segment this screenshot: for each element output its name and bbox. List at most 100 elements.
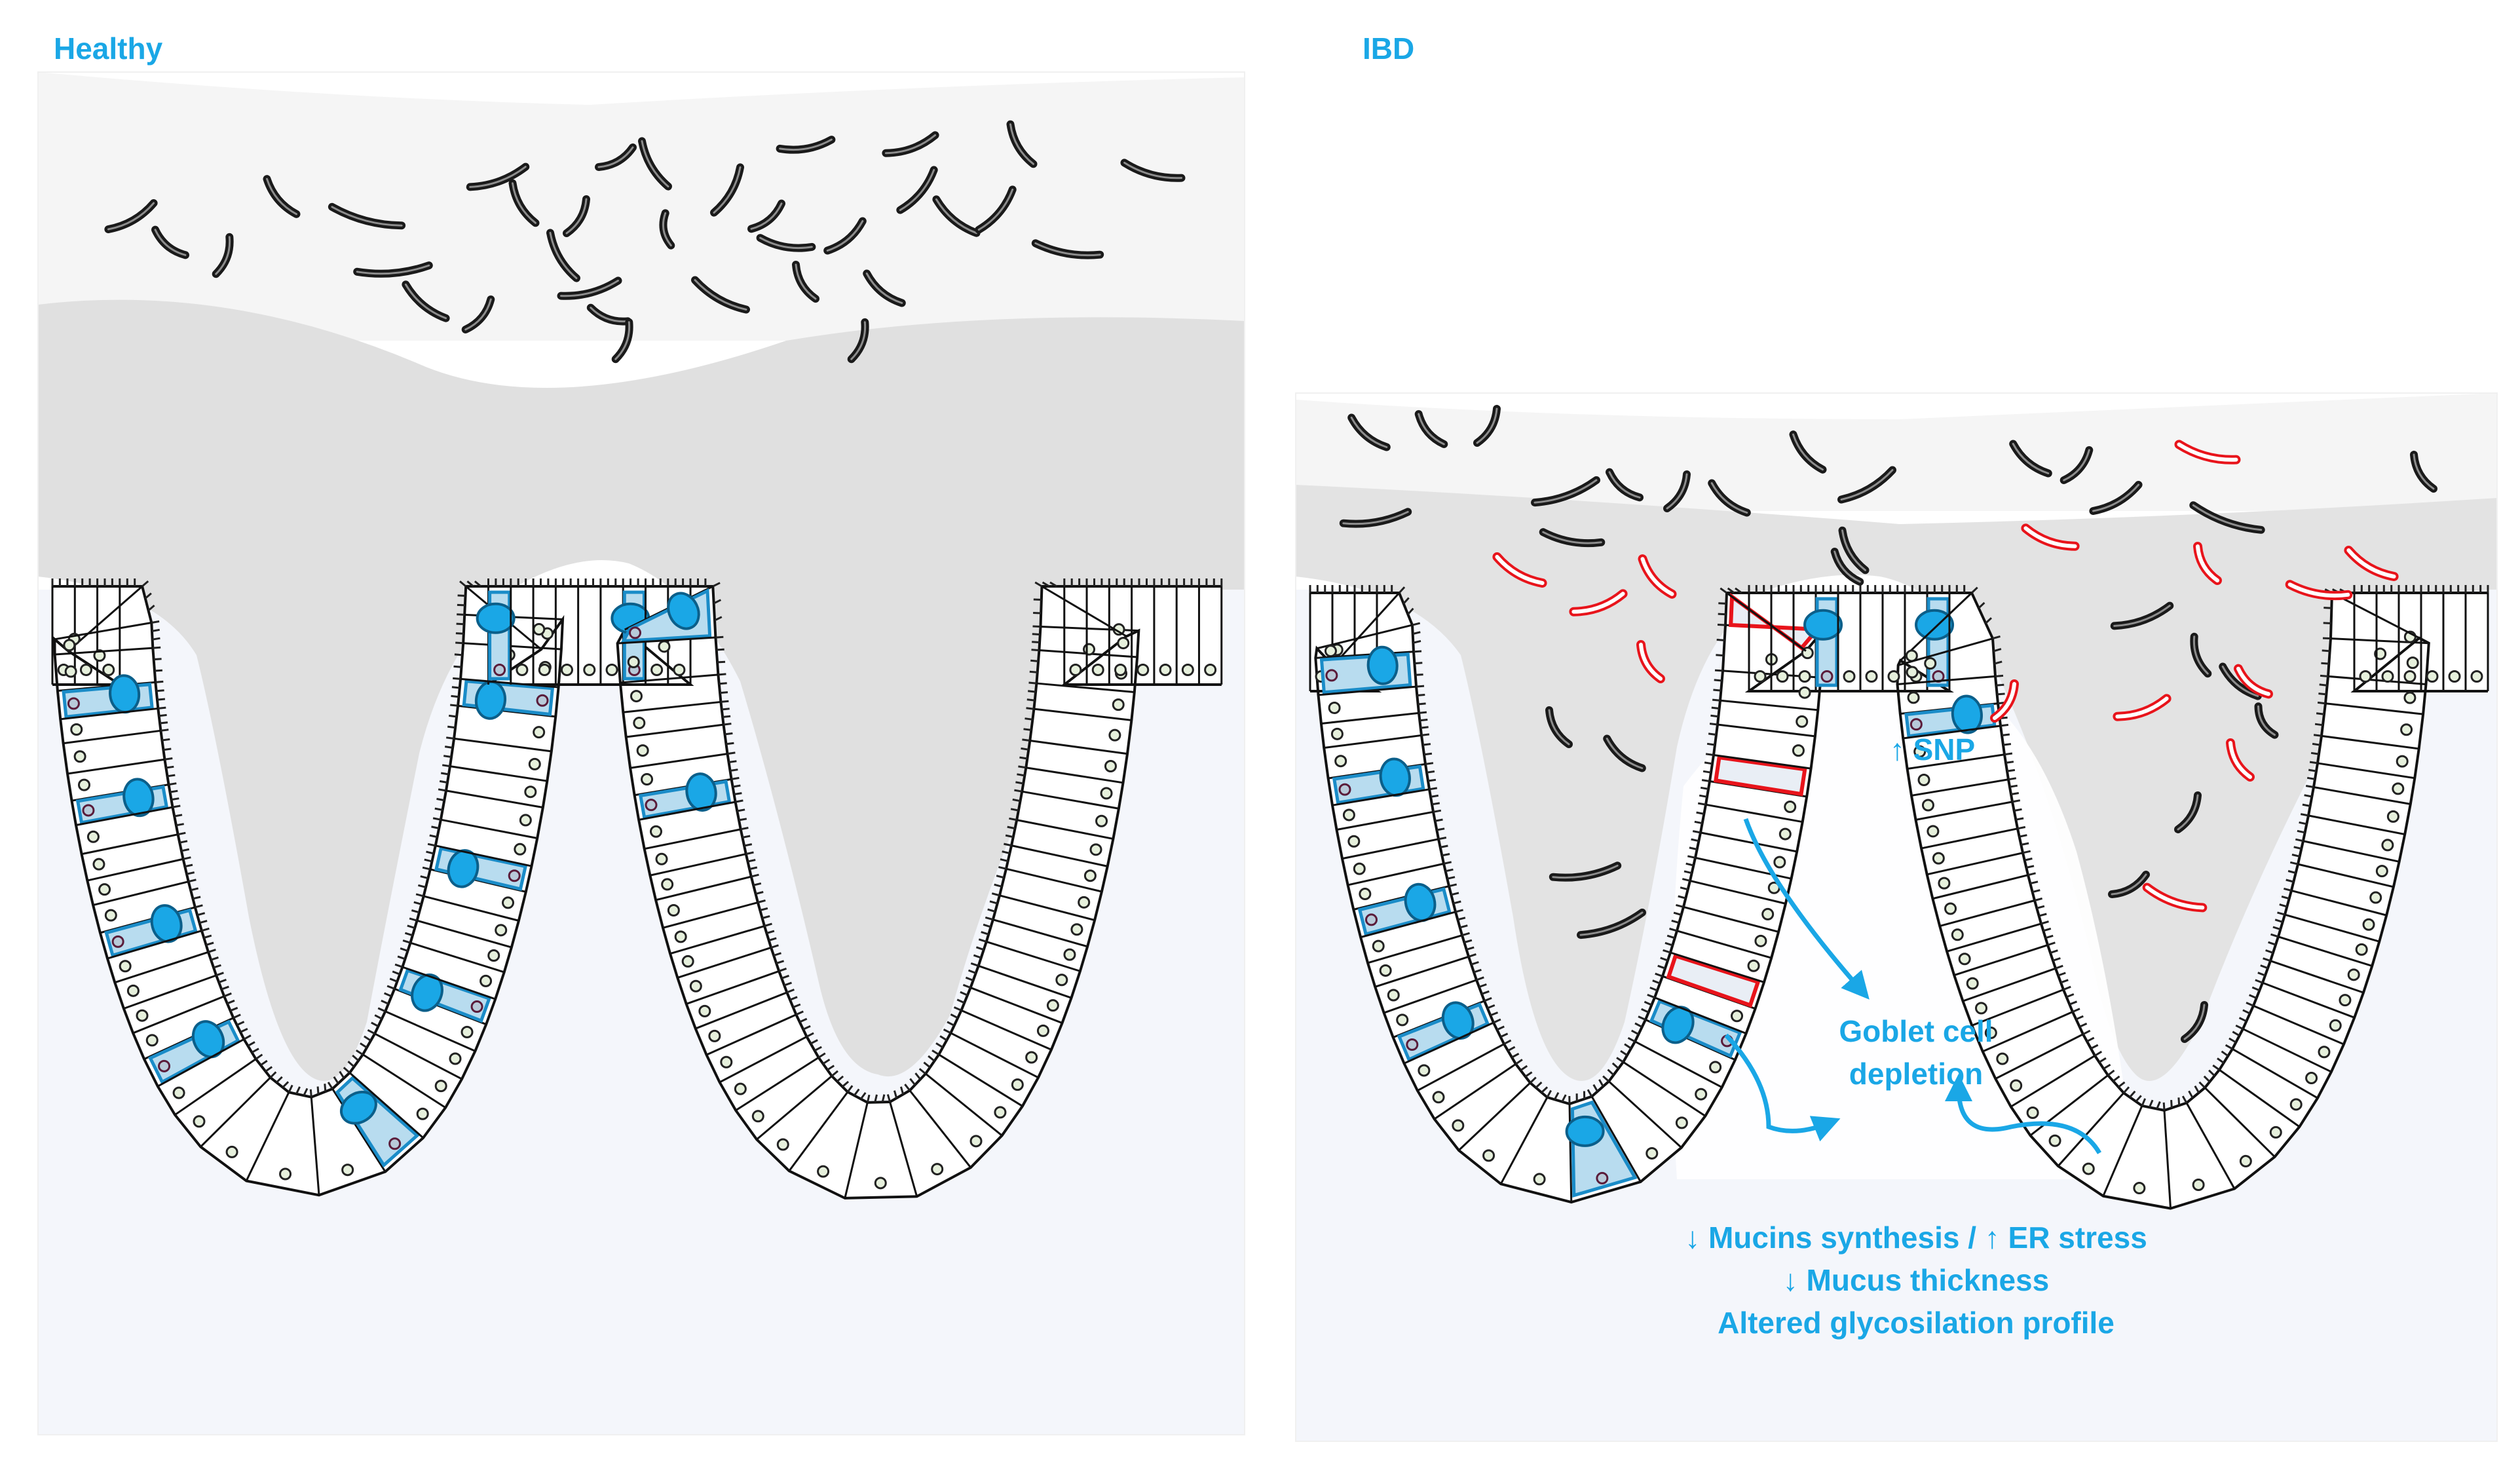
healthy-cell-divider [174,1058,257,1116]
ibd-nucleus [2048,1134,2061,1147]
ibd-cell-divider [1318,685,1417,696]
commensal-bacterium-icon-highlight [750,202,783,230]
commensal-bacterium-icon-highlight [884,134,937,155]
ibd-nucleus [1906,666,1919,679]
ibd-cell-divider [1921,827,2018,850]
healthy-cell-divider [662,901,759,929]
healthy-nucleus [874,1177,887,1190]
commensal-bacterium-icon-highlight [549,231,578,280]
ibd-nucleus [1917,773,1930,786]
ibd-cell-divider [2219,1069,2301,1128]
commensal-bacterium-icon-highlight [2413,453,2435,490]
healthy-nucleus [1078,896,1091,909]
ibd-cell-divider [1915,801,2013,821]
ibd-goblet-nucleus [1325,669,1338,682]
ibd-nucleus [1747,959,1760,972]
ibd-nucleus [1347,835,1361,848]
healthy-cell-divider [644,828,741,850]
healthy-nucleus [1083,643,1096,656]
ibd-cell-divider [1367,934,1463,964]
commensal-bacterium-icon-highlight [1606,738,1644,769]
ibd-nucleus [1975,1002,1988,1015]
arrow-left-curved [1724,1033,1841,1142]
goblet-depletion-line2: depletion [1849,1057,1983,1091]
ibd-cell-divider [1676,930,1772,959]
ibd-nucleus [1796,715,1809,728]
healthy-nucleus [193,1115,206,1128]
commensal-bacterium-icon-highlight [2192,504,2263,531]
healthy-nucleus [1181,664,1194,676]
commensal-bacterium-icon-highlight [2257,705,2276,736]
healthy-nucleus [1137,664,1150,676]
healthy-mucin-granule [340,1090,377,1125]
healthy-nucleus [119,960,132,973]
healthy-cell-divider [950,1032,1039,1079]
healthy-nucleus [720,1055,733,1069]
pathogenic-bacterium-icon-inner [1571,592,1625,614]
healthy-cell-divider [686,970,780,1005]
ibd-cell-divider [1316,624,1413,650]
ibd-cell-divider [1634,1040,1723,1089]
healthy-nucleus [502,896,515,909]
healthy-nucleus [487,949,500,962]
ibd-nucleus [2403,670,2417,683]
ibd-nucleus [2289,1098,2303,1111]
healthy-cell-divider [650,853,747,877]
commensal-bacterium-icon-highlight [1350,417,1388,448]
healthy-nucleus [658,640,671,653]
commensal-bacterium-icon-highlight [1834,550,1861,583]
healthy-cell-divider [200,1076,271,1148]
healthy-nucleus [93,649,106,662]
healthy-cell-divider [986,940,1081,972]
commensal-bacterium-icon-highlight [2113,605,2171,627]
pathogenic-bacterium-icon-inner [2236,666,2270,696]
commensal-bacterium-icon-highlight [2092,483,2140,512]
ibd-cell-divider [1717,723,1816,738]
ibd-outer-mucus [1296,393,2497,511]
healthy-cell-divider [735,1057,819,1112]
healthy-cell-divider [1006,867,1102,893]
ibd-cell-divider [1342,838,1439,860]
healthy-cell-divider [1011,844,1108,867]
healthy-nucleus [636,744,649,757]
commensal-bacterium-icon-highlight [469,166,527,188]
commensal-bacterium-icon-highlight [1792,433,1824,471]
ibd-bacteria [1339,405,2437,1043]
ibd-cell-divider [1683,905,1779,933]
ibd-goblet-nucleus [1820,670,1834,683]
commensal-bacterium-icon-highlight [1710,482,1748,514]
healthy-nucleus [1069,664,1082,676]
healthy-cell-divider [63,729,161,745]
ibd-nucleus [2375,865,2388,878]
ibd-nucleus [2192,1178,2205,1191]
ibd-cell-divider [2232,1048,2318,1099]
healthy-cell-divider [844,1102,869,1199]
ibd-nucleus [1342,808,1355,822]
healthy-cell-divider [457,704,556,718]
healthy-nucleus [449,1052,462,1065]
healthy-nucleus [1089,843,1102,856]
pathogenic-bacterium-icon-inner [2115,696,2169,719]
ibd-cell-divider [1963,967,2056,1002]
healthy-nucleus [698,1004,711,1017]
healthy-nucleus [817,1165,830,1178]
ibd-nucleus [1387,989,1400,1002]
healthy-nucleus [1046,999,1059,1012]
ibd-nucleus [2448,670,2461,683]
healthy-nucleus [674,930,687,943]
healthy-cell-divider [705,1013,797,1056]
commensal-bacterium-icon-highlight [935,198,978,235]
commensal-bacterium-icon-highlight [1009,123,1034,165]
healthy-cell-divider [132,995,225,1034]
ibd-mucin-granule [1565,1115,1605,1147]
healthy-mucin-granule [447,849,480,888]
healthy-nucleus [434,1080,447,1093]
ibd-mucin-granule [1803,609,1843,641]
ibd-cell-divider [1321,711,1420,725]
ibd-nucleus [1432,1091,1445,1104]
ibd-cell-divider [1499,1097,1549,1184]
ibd-nucleus [2369,891,2382,904]
healthy-nucleus [279,1167,292,1181]
healthy-goblet-nucleus [82,804,95,817]
healthy-cell-divider [435,844,532,867]
